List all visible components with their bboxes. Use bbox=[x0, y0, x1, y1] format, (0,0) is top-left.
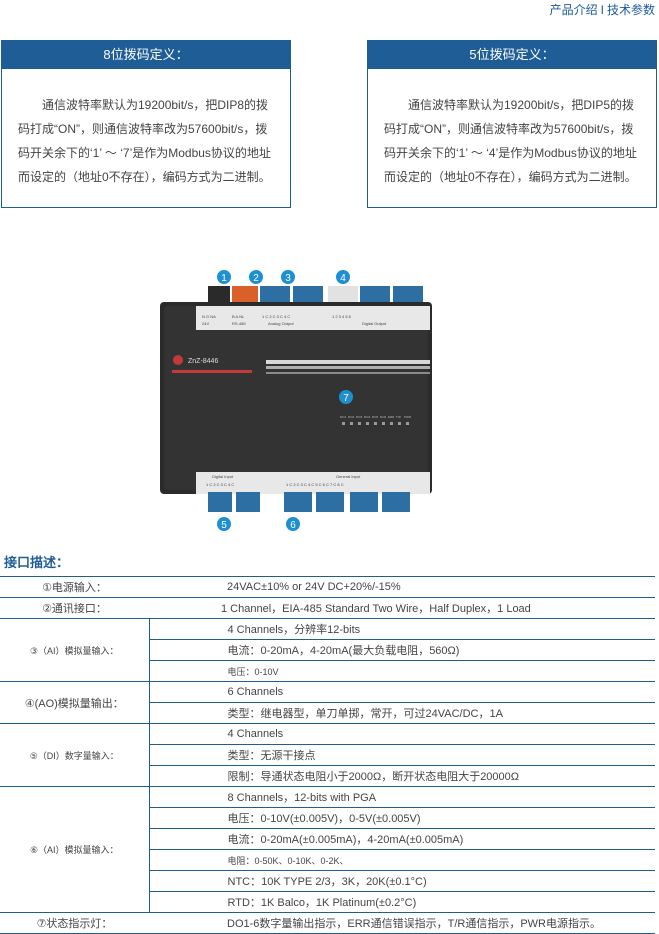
gi-row-1: 8 Channels，12-bits with PGA bbox=[149, 786, 655, 808]
comm-value: 1 Channel，EIA-485 Standard Two Wire，Half… bbox=[149, 597, 655, 619]
gi-row-4: 电阻：0-50K、0-10K、0-2K、 bbox=[149, 849, 655, 871]
nav-separator: I bbox=[600, 3, 604, 17]
table-row: ④(AO)模拟量输出： 6 Channels bbox=[0, 681, 655, 724]
ao-row-2: 类型：继电器型，单刀单掷，常开，可过24VAC/DC，1A bbox=[149, 702, 655, 724]
di-row-3: 限制：导通状态电阻小于2000Ω，断开状态电阻大于20000Ω bbox=[149, 765, 655, 787]
label-rs485-pins: B A NL bbox=[232, 314, 245, 319]
table-row: 电流：0-20mA，4-20mA(最大负载电阻，560Ω) bbox=[0, 639, 655, 661]
device-model: ZnZ-8446 bbox=[188, 358, 218, 365]
nav-tech-params[interactable]: 技术参数 bbox=[606, 3, 655, 17]
label-general-input: General Input bbox=[336, 474, 361, 479]
table-row: RTD：1K Balco，1K Platinum(±0.2°C) bbox=[0, 891, 655, 913]
led-do2: DO2 bbox=[348, 415, 355, 419]
gi-row-3: 电流：0-20mA(±0.005mA)，4-20mA(±0.005mA) bbox=[149, 828, 655, 850]
led-err: ERR bbox=[388, 415, 395, 419]
label-gi-pins: 1 C 2 C 3 C 4 C 5 C 6 C 7 C 8 C bbox=[286, 482, 344, 487]
led-tr: T/R bbox=[396, 415, 402, 419]
svg-text:6: 6 bbox=[290, 520, 296, 531]
svg-text:5: 5 bbox=[221, 520, 227, 531]
led-value: DO1-6数字量输出指示，ERR通信错误指示，T/R通信指示，PWR电源指示。 bbox=[149, 912, 655, 934]
led-pwr: PWR bbox=[404, 415, 412, 419]
status-leds bbox=[342, 422, 409, 425]
device-illustration: 1 2 3 4 7 5 6 ZnZ-8446 N G NA 24V B A NL… bbox=[160, 270, 432, 531]
dip5-body: 通信波特率默认为19200bit/s，把DIP5的拨码打成“ON”，则通信波特率… bbox=[384, 98, 637, 184]
top-connectors bbox=[208, 286, 423, 306]
ai-row-1: 4 Channels，分辨率12-bits bbox=[149, 618, 655, 640]
dip8-title: 8位拨码定义： bbox=[2, 41, 290, 69]
table-row: ⑦状态指示灯： DO1-6数字量输出指示，ERR通信错误指示，T/R通信指示，P… bbox=[0, 912, 655, 934]
dip8-definition-box: 8位拨码定义： 通信波特率默认为19200bit/s，把DIP8的拨码打成“ON… bbox=[1, 40, 291, 208]
svg-text:3: 3 bbox=[285, 273, 291, 284]
gi-label: ⑥（AI）模拟量输入： bbox=[0, 786, 150, 913]
dip5-definition-box: 5位拨码定义： 通信波特率默认为19200bit/s，把DIP5的拨码打成“ON… bbox=[367, 40, 657, 208]
svg-text:7: 7 bbox=[343, 393, 349, 404]
power-label: ①电源输入： bbox=[0, 576, 149, 598]
power-value: 24VAC±10% or 24V DC+20%/-15% bbox=[149, 576, 655, 598]
ai-row-3: 电压：0-10V bbox=[149, 660, 655, 682]
bottom-connectors bbox=[208, 492, 410, 512]
led-do6: DO6 bbox=[380, 415, 387, 419]
table-row: 类型：继电器型，单刀单掷，常开，可过24VAC/DC，1A bbox=[0, 702, 655, 724]
table-row: 限制：导通状态电阻小于2000Ω，断开状态电阻大于20000Ω bbox=[0, 765, 655, 787]
label-ao-pins: 1 C 2 C 3 C 4 C bbox=[262, 314, 290, 319]
table-row: 电阻：0-50K、0-10K、0-2K、 bbox=[0, 849, 655, 871]
table-row: ②通讯接口： 1 Channel，EIA-485 Standard Two Wi… bbox=[0, 597, 655, 619]
label-digital-output: Digital Output bbox=[362, 321, 387, 326]
gi-row-5: NTC：10K TYPE 2/3，3K，20K(±0.1°C) bbox=[149, 870, 655, 892]
ai-label: ③（AI）模拟量输入： bbox=[0, 618, 150, 682]
dip5-title: 5位拨码定义： bbox=[368, 41, 656, 69]
di-row-2: 类型：无源干接点 bbox=[149, 744, 655, 766]
label-do-pins: 1 2 3 4 5 6 bbox=[332, 314, 352, 319]
ai-row-2: 电流：0-20mA，4-20mA(最大负载电阻，560Ω) bbox=[149, 639, 655, 661]
led-do5: DO5 bbox=[372, 415, 379, 419]
table-row: 电流：0-20mA(±0.005mA)，4-20mA(±0.005mA) bbox=[0, 828, 655, 850]
callout-markers: 1 2 3 4 7 5 6 bbox=[217, 270, 353, 531]
gi-row-6: RTD：1K Balco，1K Platinum(±0.2°C) bbox=[149, 891, 655, 913]
label-24v: 24V bbox=[202, 321, 209, 326]
table-row: ①电源输入： 24VAC±10% or 24V DC+20%/-15% bbox=[0, 576, 655, 598]
label-rs485: RS-485 bbox=[232, 321, 246, 326]
svg-text:1: 1 bbox=[221, 273, 227, 284]
table-row: ⑤（DI）数字量输入： 4 Channels bbox=[0, 723, 655, 787]
svg-text:4: 4 bbox=[340, 273, 346, 284]
di-label: ⑤（DI）数字量输入： bbox=[0, 723, 150, 787]
table-row: ⑥（AI）模拟量输入： 8 Channels，12-bits with PGA bbox=[0, 786, 655, 913]
led-do1: DO1 bbox=[340, 415, 347, 419]
table-row: 电压：0-10V bbox=[0, 660, 655, 682]
label-di-pins: 1 C 2 C 3 C 4 C bbox=[206, 482, 234, 487]
nav-product-intro[interactable]: 产品介绍 bbox=[549, 3, 598, 17]
ao-label: ④(AO)模拟量输出： bbox=[0, 681, 150, 724]
table-row: ③（AI）模拟量输入： 4 Channels，分辨率12-bits bbox=[0, 618, 655, 682]
led-do3: DO3 bbox=[356, 415, 363, 419]
table-row: NTC：10K TYPE 2/3，3K，20K(±0.1°C) bbox=[0, 870, 655, 892]
led-label: ⑦状态指示灯： bbox=[0, 912, 149, 934]
interface-description-title: 接口描述： bbox=[4, 555, 70, 570]
table-row: 类型：无源干接点 bbox=[0, 744, 655, 766]
di-row-1: 4 Channels bbox=[149, 723, 655, 745]
led-do4: DO4 bbox=[364, 415, 371, 419]
label-analog-output: Analog Output bbox=[268, 321, 294, 326]
spec-table: ①电源输入： 24VAC±10% or 24V DC+20%/-15% ②通讯接… bbox=[0, 576, 655, 934]
device-image: 1 2 3 4 7 5 6 ZnZ-8446 N G NA 24V B A NL… bbox=[150, 262, 450, 534]
dip8-body: 通信波特率默认为19200bit/s，把DIP8的拨码打成“ON”，则通信波特率… bbox=[18, 98, 271, 184]
label-digital-input: Digital Input bbox=[212, 474, 234, 479]
ao-row-1: 6 Channels bbox=[149, 681, 655, 703]
comm-label: ②通讯接口： bbox=[0, 597, 149, 619]
svg-text:2: 2 bbox=[253, 273, 259, 284]
label-power: N G NA bbox=[202, 314, 216, 319]
gi-row-2: 电压：0-10V(±0.005V)，0-5V(±0.005V) bbox=[149, 807, 655, 829]
table-row: 电压：0-10V(±0.005V)，0-5V(±0.005V) bbox=[0, 807, 655, 829]
